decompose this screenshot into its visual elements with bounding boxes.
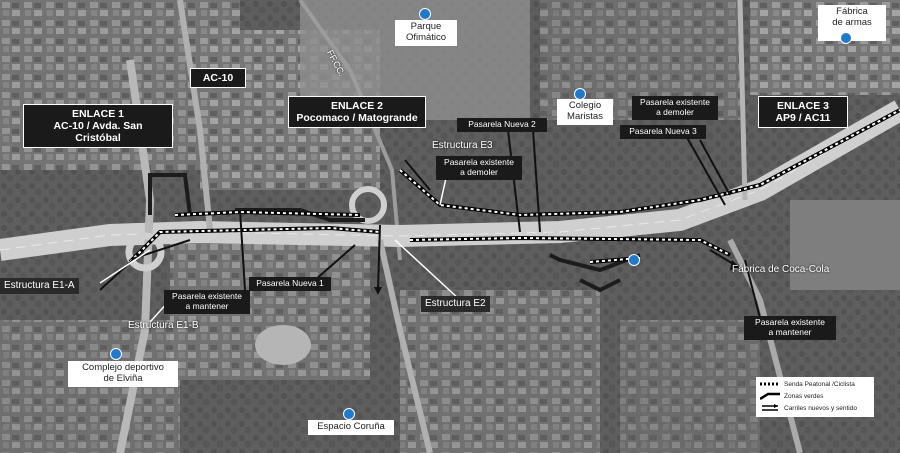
parque-ofimatico-label: Parque Ofimático (395, 20, 457, 46)
legend-carriles-text: Carriles nuevos y sentido (784, 404, 857, 412)
pasarela-nueva-3-label: Pasarela Nueva 3 (620, 125, 706, 139)
zonas-swatch-icon (760, 392, 780, 401)
elvina-label: Complejo deportivo de Elviña (68, 361, 178, 387)
coca-cola-marker[interactable] (628, 254, 640, 266)
pasarela-mantener-2-label: Pasarela existente a mantener (744, 316, 836, 340)
estructura-e2-label: Estructura E2 (421, 296, 490, 312)
legend: Senda Peatonal /Ciclista Zonas verdes Ca… (756, 377, 874, 417)
carriles-swatch-icon (762, 404, 778, 411)
pasarela-nueva-2-label: Pasarela Nueva 2 (457, 118, 547, 132)
colegio-maristas-label: Colegio Maristas (557, 99, 613, 125)
legend-senda-text: Senda Peatonal /Ciclista (784, 380, 855, 388)
estructura-e3-label: Estructura E3 (432, 140, 493, 151)
elvina-marker[interactable] (110, 348, 122, 360)
coca-cola-label: Fábrica de Coca-Cola (732, 264, 830, 275)
espacio-coruna-marker[interactable] (343, 408, 355, 420)
estructura-e1b-label: Estructura E1-B (128, 320, 199, 331)
estructura-e1a-label: Estructura E1-A (0, 278, 79, 294)
pasarela-demoler-1-label: Pasarela existente a demoler (436, 156, 522, 180)
legend-zonas: Zonas verdes (760, 391, 823, 401)
enlace-2-label: ENLACE 2 Pocomaco / Matogrande (288, 96, 426, 129)
espacio-coruna-label: Espacio Coruña (308, 420, 394, 435)
pasarela-mantener-1-label: Pasarela existente a mantener (164, 290, 250, 314)
senda-swatch-icon (760, 382, 780, 386)
fabrica-armas-marker[interactable] (840, 32, 852, 44)
legend-zonas-text: Zonas verdes (784, 392, 824, 400)
legend-senda: Senda Peatonal /Ciclista (760, 379, 855, 389)
enlace-1-label: ENLACE 1 AC-10 / Avda. San Cristóbal (23, 104, 173, 149)
enlace-3-label: ENLACE 3 AP9 / AC11 (758, 96, 848, 129)
legend-carriles: Carriles nuevos y sentido (760, 403, 857, 413)
fabrica-armas-label: Fábrica de armas (818, 5, 886, 41)
pasarela-demoler-2-label: Pasarela existente a demoler (632, 96, 718, 120)
pasarela-nueva-1-label: Pasarela Nueva 1 (249, 277, 331, 291)
parque-ofimatico-marker[interactable] (419, 8, 431, 20)
ac10-label: AC-10 (190, 68, 246, 89)
